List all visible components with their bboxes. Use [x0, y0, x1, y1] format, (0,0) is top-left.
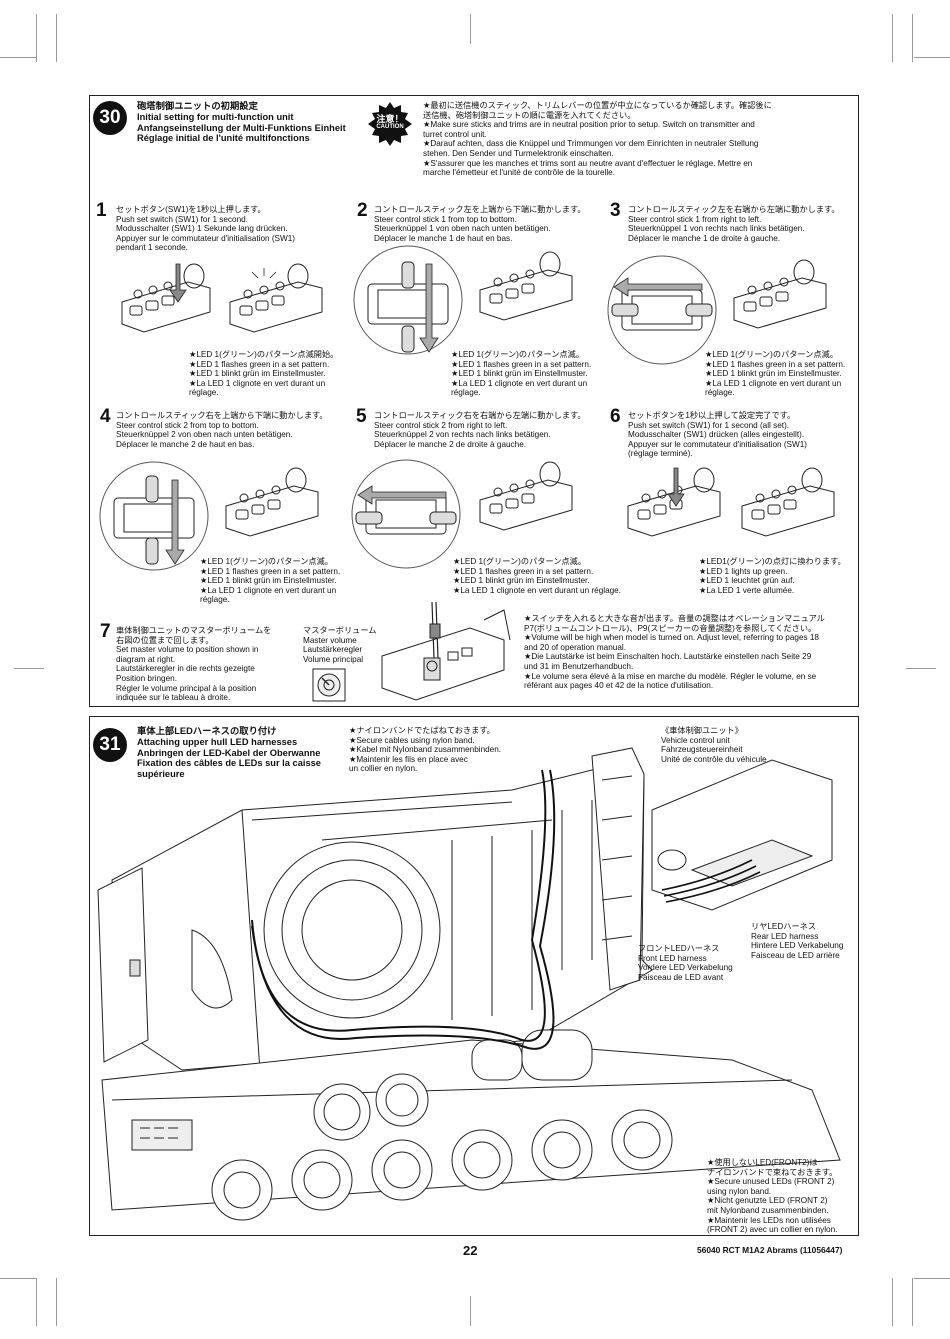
substep-7-note: ★スイッチを入れると大きな音が出ます。音量の調整はオペレーションマニュアル P7…	[524, 614, 825, 691]
unused-led-note: ★使用しないLED(FRONT2)は ナイロンバンドで束ねておきます。 ★Sec…	[707, 1158, 838, 1235]
upper-hull-illustration	[97, 747, 841, 1221]
volume-dial-icon	[312, 668, 346, 702]
vcu-volume-illustration	[381, 601, 511, 701]
crop-mark	[56, 14, 57, 62]
crop-mark	[892, 1278, 893, 1326]
crop-mark	[470, 14, 471, 44]
master-volume-label: マスターボリューム Master volume Lautstärkeregler…	[303, 626, 377, 664]
substep-4-stick-illustration	[99, 461, 319, 571]
caution-jp: 注意！	[376, 115, 404, 125]
step-30-number: 30	[93, 101, 127, 135]
crop-mark	[892, 14, 893, 62]
page-number: 22	[463, 1243, 478, 1258]
substep-5-note: ★LED 1(グリーン)のパターン点滅。 ★LED 1 flashes gree…	[453, 557, 622, 595]
crop-mark	[912, 1278, 913, 1326]
step-31-panel	[89, 716, 859, 1236]
crop-mark	[470, 1296, 471, 1326]
substep-1-text: セットボタン(SW1)を1秒以上押します。 Push set switch (S…	[116, 205, 296, 253]
substep-3-note: ★LED 1(グリーン)のパターン点滅。 ★LED 1 flashes gree…	[705, 350, 846, 398]
footer-code: 56040 RCT M1A2 Abrams (11056447)	[697, 1245, 843, 1255]
substep-6-note: ★LED1(グリーン)の点灯に換わります。 ★LED 1 lights up g…	[699, 557, 846, 595]
step-31-number: 31	[93, 728, 127, 762]
crop-mark	[36, 1278, 37, 1326]
substep-5-number: 5	[356, 406, 367, 427]
crop-mark	[0, 57, 36, 58]
substep-5-stick-illustration	[351, 459, 573, 569]
substep-2-text: コントロールスティック左を上端から下端に動かします。 Steer control…	[374, 205, 586, 243]
crop-mark	[906, 668, 936, 669]
substep-6-text: セットボタンを1秒以上押して設定完了です。 Push set switch (S…	[628, 411, 808, 459]
substep-3-text: コントロールスティック左を右端から左端に動かします。 Steer control…	[628, 205, 840, 243]
crop-mark	[56, 1278, 57, 1326]
step-30-title: 砲塔制御ユニットの初期設定 Initial setting for multi-…	[137, 101, 346, 144]
substep-6-unit-illustration	[627, 467, 835, 537]
crop-mark	[914, 57, 950, 58]
substep-2-note: ★LED 1(グリーン)のパターン点滅。 ★LED 1 flashes gree…	[451, 350, 592, 398]
crop-mark	[0, 1278, 36, 1279]
substep-4-text: コントロールスティック右を上端から下端に動かします。 Steer control…	[116, 411, 328, 449]
step-31-title: 車体上部LEDハーネスの取り付け Attaching upper hull LE…	[137, 726, 321, 780]
substep-7-text: 車体制御ユニットのマスターボリュームを 右図の位置まで回します。 Set mas…	[116, 626, 272, 703]
substep-4-number: 4	[100, 406, 111, 427]
vehicle-control-unit-label: 《車体制御ユニット》 Vehicle control unit Fahrzeug…	[661, 726, 767, 764]
substep-2-number: 2	[357, 200, 368, 221]
caution-en: CAUTION	[376, 124, 404, 130]
rear-led-harness-label: リヤLEDハーネス Rear LED harness Hintere LED V…	[751, 922, 844, 960]
substep-1-unit-illustration	[121, 263, 323, 333]
caution-text: ★最初に送信機のスティック、トリムレバーの位置が中立になっているか確認します。確…	[423, 101, 772, 178]
substep-3-number: 3	[610, 200, 621, 221]
crop-mark	[36, 14, 37, 62]
substep-5-text: コントロールスティック右を右端から左端に動かします。 Steer control…	[374, 411, 586, 449]
nylon-band-note: ★ナイロンバンドでたばねておきます。 ★Secure cables using …	[349, 726, 502, 774]
crop-mark	[914, 1278, 950, 1279]
substep-4-note: ★LED 1(グリーン)のパターン点滅。 ★LED 1 flashes gree…	[200, 557, 341, 605]
substep-6-number: 6	[610, 406, 621, 427]
caution-icon	[368, 102, 412, 146]
front-led-harness-label: フロントLEDハーネス Front LED harness Vordere LE…	[638, 944, 733, 982]
crop-mark	[912, 14, 913, 62]
substep-3-stick-illustration	[607, 255, 827, 365]
substep-1-note: ★LED 1(グリーン)のパターン点滅開始。 ★LED 1 flashes gr…	[189, 350, 339, 398]
step-30-panel	[89, 95, 859, 707]
substep-2-stick-illustration	[353, 245, 573, 355]
substep-1-number: 1	[96, 200, 107, 221]
substep-7-number: 7	[100, 621, 111, 642]
crop-mark	[14, 668, 44, 669]
